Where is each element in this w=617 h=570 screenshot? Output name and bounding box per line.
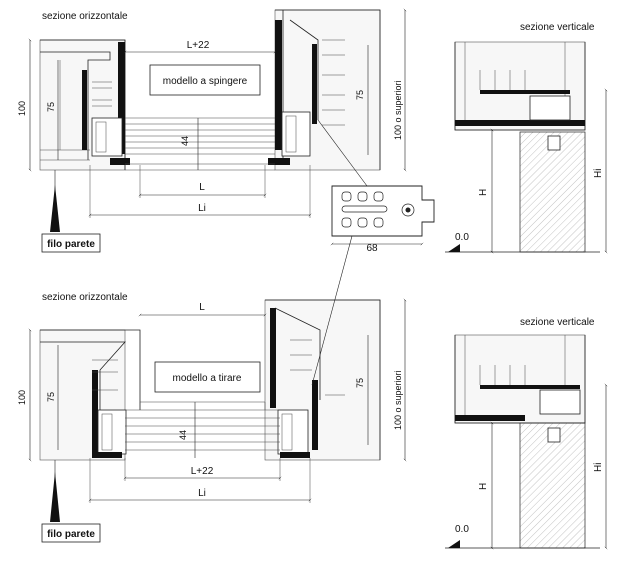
bottom-dim-li: Li: [198, 488, 206, 499]
top-dim-h: H: [478, 189, 489, 196]
bottom-dim-100: 100: [17, 390, 27, 405]
bottom-left-screws: [92, 359, 118, 391]
bottom-floor-marker-icon: [448, 540, 460, 548]
bottom-dim-h: H: [478, 483, 489, 490]
top-wall-label: filo parete: [47, 239, 95, 250]
top-floor-mark: 0.0: [455, 232, 469, 243]
bottom-dim-75-left: 75: [46, 392, 56, 402]
bottom-model-box: [154, 361, 261, 393]
top-vertical-section: sezione verticale 0.0 H Hi: [445, 22, 608, 254]
detail-dim-68: 68: [366, 243, 378, 254]
bottom-title-horizontal: sezione orizzontale: [42, 292, 128, 303]
top-dim-l22: L+22: [187, 40, 210, 51]
top-dim-hi: Hi: [593, 169, 604, 178]
bottom-wall-label-box: [41, 523, 101, 543]
bottom-v-door-leaf: [519, 422, 586, 549]
top-model-label: modello a spingere: [163, 76, 248, 87]
bottom-horizontal-section: sezione orizzontale: [17, 235, 407, 543]
bottom-floor-mark: 0.0: [455, 524, 469, 535]
top-v-screws: [479, 70, 526, 90]
bottom-vertical-section: sezione verticale 0.0 H Hi: [445, 317, 608, 550]
bottom-v-frame-black: [455, 415, 525, 421]
bottom-dim-l22: L+22: [191, 466, 214, 477]
detail-plate: 68: [330, 185, 435, 254]
top-detail-leader: [317, 119, 371, 191]
bottom-left-frame-black: [92, 370, 98, 452]
top-door-leaf: [125, 117, 275, 171]
bottom-dim-44: 44: [178, 430, 188, 440]
top-left-screws: [92, 81, 112, 107]
top-title-vertical: sezione verticale: [520, 22, 595, 33]
top-dim-44: 44: [180, 136, 190, 146]
top-right-screws: [322, 39, 345, 126]
top-model-box: [149, 64, 261, 96]
top-dim-100: 100: [17, 101, 27, 116]
bottom-right-profile: [277, 409, 309, 455]
bottom-right-screws: [290, 339, 345, 396]
bottom-wall-marker-icon: [50, 472, 60, 522]
top-dim-side: 100 o superiori: [393, 80, 403, 140]
top-v-frame-black: [455, 120, 585, 126]
bottom-v-screws: [479, 365, 526, 385]
top-right-frame-black: [275, 20, 282, 150]
bottom-right-frame-black: [270, 308, 276, 408]
top-dim-li: Li: [198, 203, 206, 214]
bottom-title-vertical: sezione verticale: [520, 317, 595, 328]
top-dim-75-left: 75: [46, 102, 56, 112]
bottom-dim-l: L: [199, 302, 205, 313]
top-left-profile: [91, 117, 123, 157]
bottom-wall-label: filo parete: [47, 529, 95, 540]
bottom-detail-leader: [311, 235, 353, 386]
top-dim-l: L: [199, 182, 205, 193]
top-title-horizontal: sezione orizzontale: [42, 11, 128, 22]
bottom-door-leaf: [125, 401, 280, 451]
bottom-dim-75-right: 75: [355, 378, 365, 388]
bottom-model-label: modello a tirare: [173, 373, 242, 384]
bottom-dim-hi: Hi: [593, 463, 604, 472]
top-v-door-leaf: [519, 131, 586, 253]
top-horizontal-section: sezione orizzontale: [17, 8, 407, 253]
bottom-dim-side: 100 o superiori: [393, 370, 403, 430]
top-left-frame-black: [118, 42, 125, 154]
top-wall-label-box: [41, 233, 101, 253]
top-wall-marker-icon: [50, 185, 60, 232]
top-floor-marker-icon: [448, 244, 460, 252]
top-dim-75-right: 75: [355, 90, 365, 100]
